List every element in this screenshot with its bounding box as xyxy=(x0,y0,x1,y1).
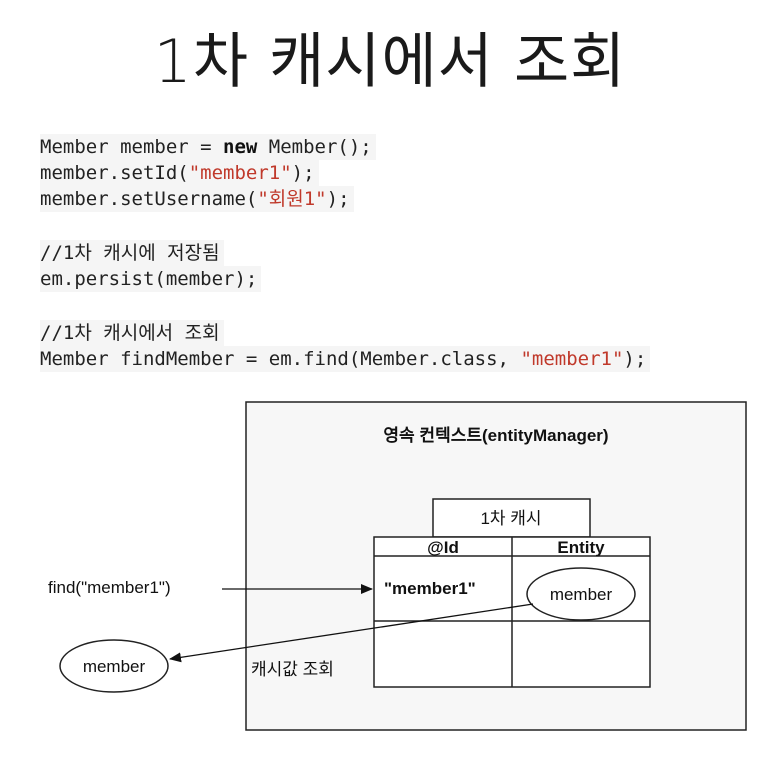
code-block-persist: //1차 캐시에 저장됨 em.persist(member); xyxy=(40,240,262,292)
cache-title-box xyxy=(432,498,591,538)
cache-return-label: 캐시값 조회 xyxy=(251,660,334,679)
result-entity-node xyxy=(59,639,169,693)
cached-entity-node xyxy=(526,567,636,621)
code-comment: //1차 캐시에서 조회 xyxy=(40,320,224,346)
cache-row-id: "member1" xyxy=(384,579,476,598)
persistence-context-title: 영속 컨텍스트(entityManager) xyxy=(383,426,608,445)
cache-return-arrow xyxy=(169,603,534,663)
code-line: em.persist(member); xyxy=(40,266,262,292)
code-line: Member member = new Member(); xyxy=(40,134,376,160)
code-block-create-member: Member member = new Member(); member.set… xyxy=(40,134,376,212)
column-header-id: @Id xyxy=(427,538,459,557)
cached-entity-label: member xyxy=(550,585,613,604)
find-call-label: find("member1") xyxy=(48,578,171,597)
code-line: member.setId("member1"); xyxy=(40,160,319,186)
code-line: member.setUsername("회원1"); xyxy=(40,186,354,212)
page-title: 1차 캐시에서 조회 xyxy=(153,27,627,97)
cache-title: 1차 캐시 xyxy=(480,509,541,528)
code-line: Member findMember = em.find(Member.class… xyxy=(40,346,651,372)
code-block-find: //1차 캐시에서 조회 Member findMember = em.find… xyxy=(40,320,651,372)
column-header-entity: Entity xyxy=(557,538,605,557)
result-entity-label: member xyxy=(83,657,146,676)
code-comment: //1차 캐시에 저장됨 xyxy=(40,240,224,266)
